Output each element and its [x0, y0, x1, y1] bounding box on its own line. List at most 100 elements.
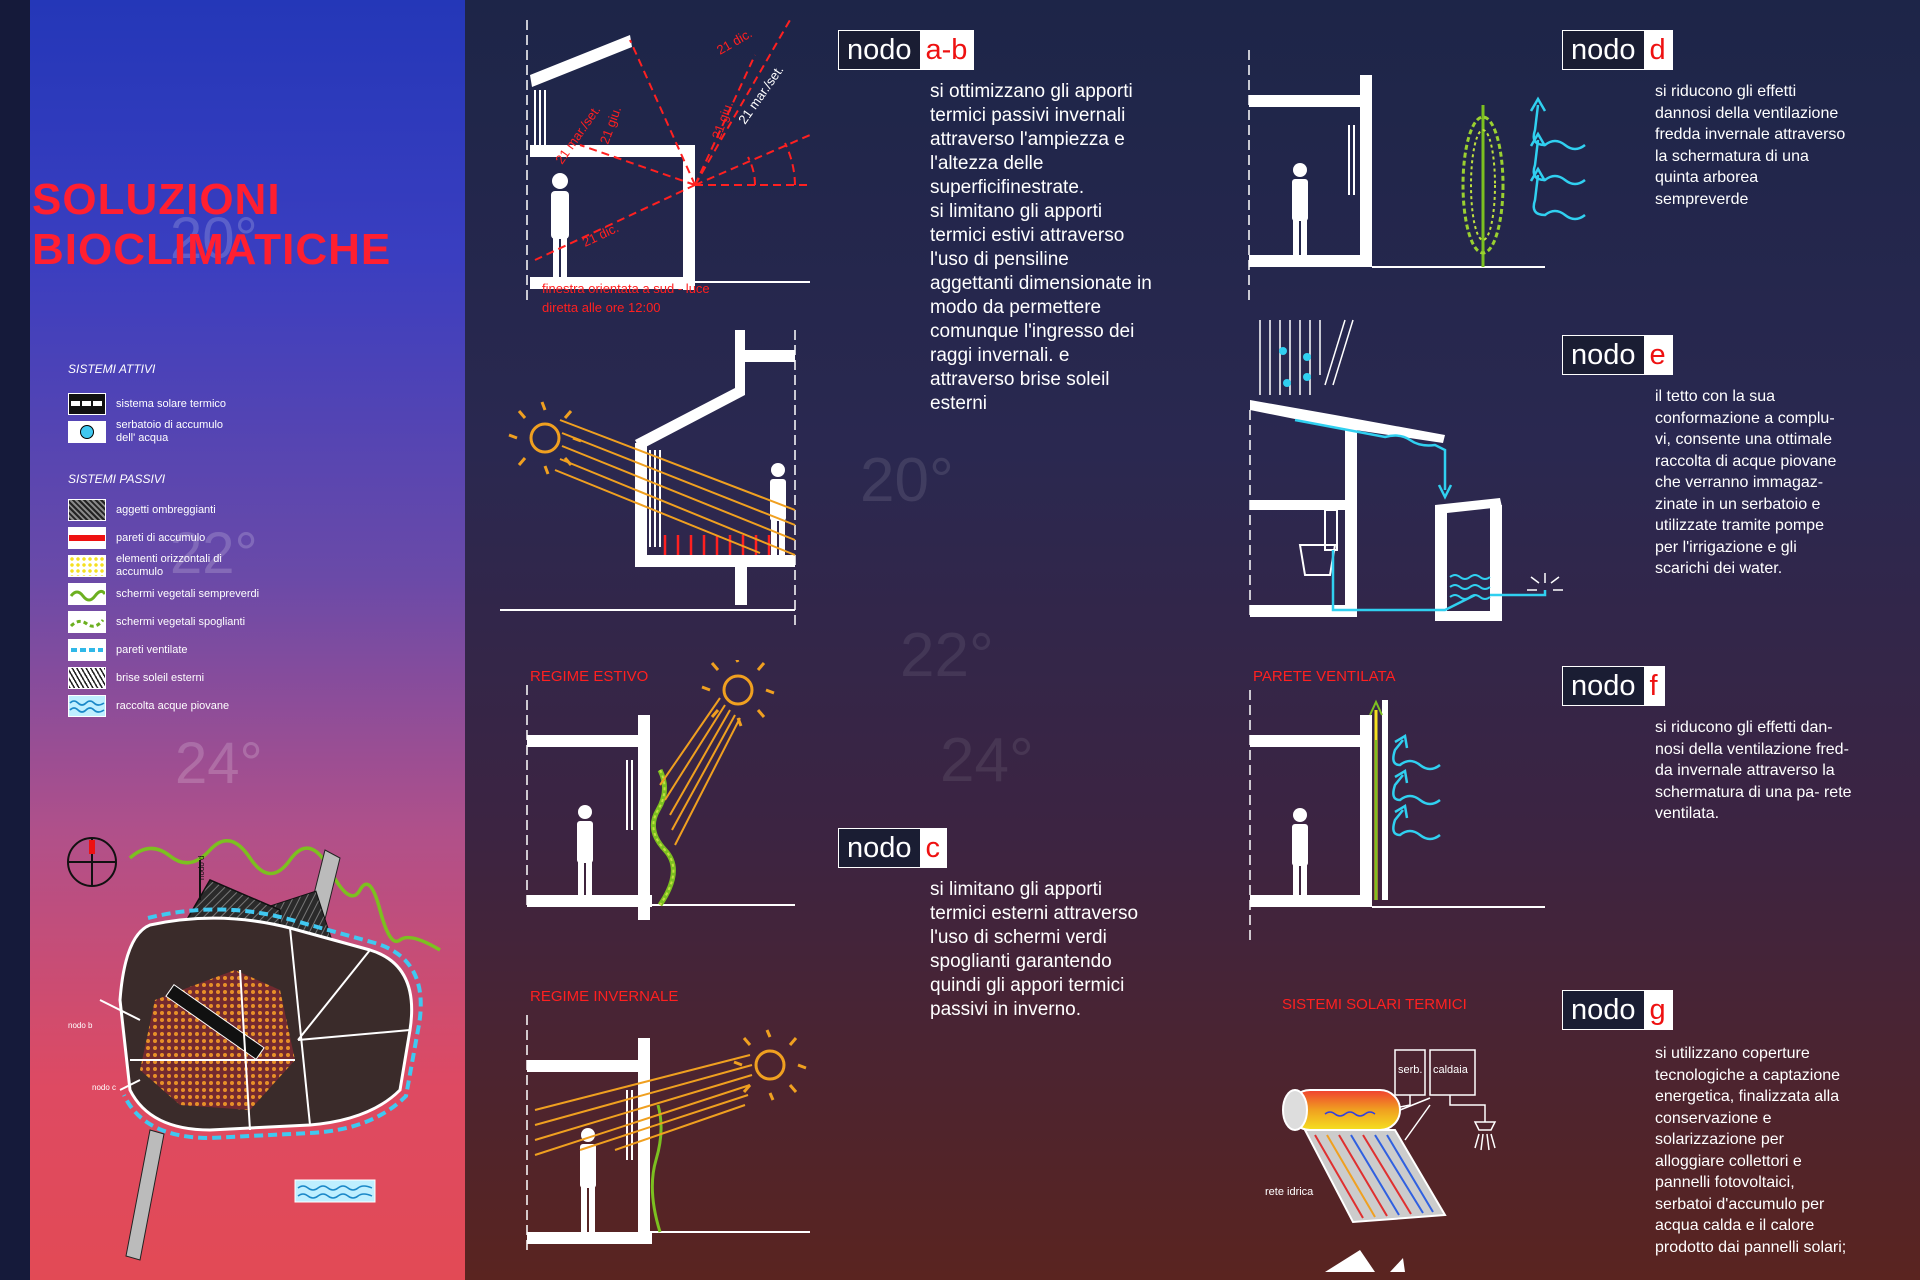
legend-label: pareti ventilate [116, 643, 188, 656]
wall [1360, 107, 1372, 267]
legend-row: serbatoio di accumulo dell' acqua [68, 418, 368, 446]
deciduous-vine [650, 1104, 663, 1233]
nodo-letter: f [1643, 667, 1664, 705]
serb-label: serb. [1398, 1064, 1422, 1076]
plan-subdivision-lines [130, 927, 411, 1131]
description-line: per l'irrigazione e gli [1655, 538, 1797, 556]
description-line: dannosi della ventilazione [1655, 104, 1839, 122]
title-line-2: BIOCLIMATICHE [32, 225, 392, 274]
faded-temp-2: 22° [170, 521, 258, 586]
section-b-diagram [500, 330, 796, 625]
nodo-f-diagram [1249, 690, 1545, 945]
yellow-dots-swatch [68, 555, 106, 577]
person-icon [770, 463, 786, 555]
rete-idrica-label: rete idrica [1265, 1186, 1314, 1198]
wind-icon [1392, 733, 1441, 841]
legend-passive-heading: SISTEMI PASSIVI [68, 472, 166, 486]
description-line: zinate in un serbatoio e [1655, 495, 1821, 513]
description-line: che verranno immagaz- [1655, 474, 1824, 491]
wall [638, 747, 650, 920]
description-line: alloggiare collettori e [1655, 1152, 1802, 1170]
rain-drops [1279, 347, 1311, 387]
site-plan: nodo b nodo c nodo d [67, 837, 441, 1261]
evergreen-screen [128, 839, 441, 952]
nodo-c-description: si limitano gli apporti termici esterni … [930, 878, 1180, 1022]
description-line: solarizzazione per [1655, 1131, 1784, 1148]
description-line: acqua calda e il calore [1655, 1217, 1815, 1234]
roof [635, 330, 795, 450]
faded-temp-1: 20° [170, 206, 258, 271]
parapet [638, 715, 650, 747]
floor-slab [1250, 895, 1372, 907]
description-line: comunque l'ingresso dei [930, 321, 1135, 342]
floor-slab [1250, 605, 1357, 617]
description-line: termici esterni attraverso [930, 903, 1139, 924]
water-tank-base [1435, 611, 1502, 621]
sprinkler-icon [1527, 573, 1563, 591]
caption-line: finestra orientata a sud - luce [542, 281, 710, 296]
description-line: l'uso di pensiline [930, 249, 1069, 270]
description-line: pannelli fotovoltaici, [1655, 1174, 1795, 1191]
wall [1345, 427, 1357, 617]
wind-icon [1529, 96, 1586, 221]
nodo-g-diagram: serb. caldaia rete idrica [1265, 1049, 1497, 1272]
person-icon [577, 805, 593, 895]
description-line: superficifinestrate. [930, 177, 1085, 198]
compass-icon [67, 837, 117, 887]
nodo-c-card: nodo c [838, 828, 948, 868]
nodo-d-card: nodo d [1562, 30, 1673, 70]
water-tank-cap [1435, 498, 1502, 513]
person-icon [1292, 808, 1308, 895]
legend-label: schermi vegetali spoglianti [116, 615, 246, 628]
rainwater-wave [297, 1185, 373, 1191]
angle-label: 21 dic. [714, 25, 755, 57]
description-line: attraverso l'ampiezza e [930, 129, 1125, 150]
faded-temp-5: 22° [900, 621, 994, 690]
sun-rays [659, 697, 741, 846]
wall [638, 1072, 650, 1244]
rainwater-wave [297, 1193, 373, 1199]
legend-label: serbatoio di accumulo dell' acqua [116, 419, 224, 444]
stored-water [1449, 574, 1491, 600]
nodo-g-description: si utilizzano coperture tecnologiche a c… [1655, 1043, 1905, 1258]
shower-icon [1473, 1121, 1497, 1151]
nodo-word: nodo [1571, 339, 1636, 371]
legend-row: brise soleil esterni [68, 664, 368, 692]
description-line: attraverso brise soleil [930, 369, 1110, 390]
legend: SISTEMI ATTIVI sistema solare termico se… [68, 362, 368, 720]
deciduous-vine [650, 768, 676, 907]
faded-temp-6: 24° [940, 726, 1034, 795]
description-line: conformazione a complu- [1655, 409, 1835, 427]
brise-soleil [534, 90, 546, 145]
irrigation-pipe [1490, 590, 1547, 597]
description-line: si limitano gli apporti [930, 201, 1103, 222]
water-tank [1435, 505, 1447, 620]
nodo-letter: a-b [919, 31, 974, 69]
wall [683, 145, 695, 290]
floor-slab [1250, 500, 1357, 510]
sun-rays [554, 419, 796, 556]
hot-water-pipe [1394, 1095, 1486, 1122]
nodo-f-badge: nodo f [1562, 666, 1665, 706]
legend-row: schermi vegetali spoglianti [68, 608, 368, 636]
floor-slab [1249, 255, 1372, 267]
angle-label: 21 giu. [709, 99, 736, 141]
floor-slab [527, 1232, 652, 1244]
solar-thermal-swatch [68, 393, 106, 415]
description-line: termici passivi invernali [930, 105, 1126, 126]
nodo-letter: e [1643, 336, 1672, 374]
description-line: schermatura di una pa- rete [1655, 783, 1852, 801]
nodo-d-diagram [1248, 50, 1586, 305]
nodo-e-diagram [1249, 319, 1563, 621]
legend-row: pareti ventilate [68, 636, 368, 664]
stripes-swatch [68, 667, 106, 689]
evergreen-tree-icon [1461, 105, 1505, 267]
legend-row: elementi orizzontali di accumulo [68, 552, 368, 580]
regime-invernale-diagram [526, 1015, 810, 1250]
regime-estivo-label: REGIME ESTIVO [530, 668, 649, 685]
nodo-word: nodo [1571, 34, 1636, 66]
rain-gutter [1294, 418, 1447, 490]
nodo-letter: g [1643, 991, 1672, 1029]
description-line: passivi in inverno. [930, 999, 1082, 1020]
sun-icon [733, 1029, 807, 1101]
